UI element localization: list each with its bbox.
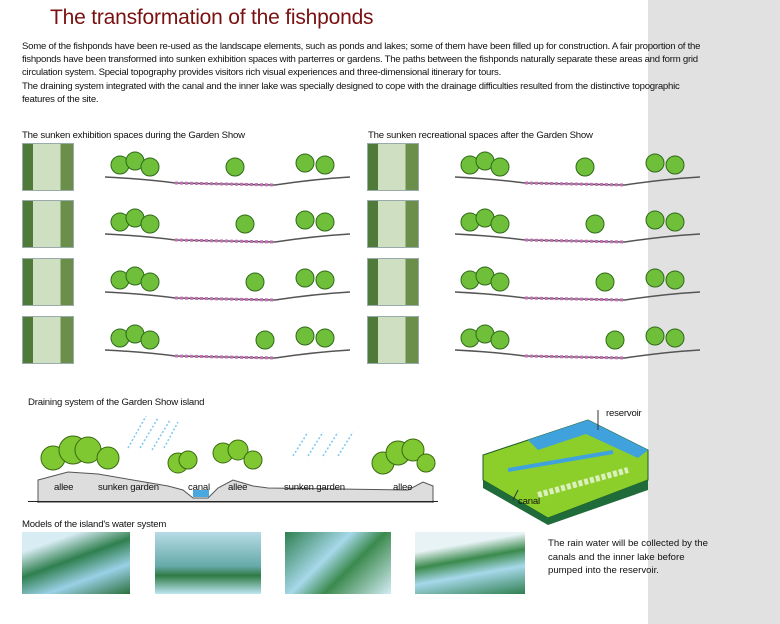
zone-label: canal	[188, 482, 210, 493]
zone-label: allee	[54, 482, 74, 493]
plan-thumbnail	[22, 258, 74, 306]
left-sections-title: The sunken exhibition spaces during the …	[22, 130, 245, 141]
plan-thumbnail	[367, 258, 419, 306]
models-note: The rain water will be collected by the …	[548, 538, 708, 576]
plan-thumbnail	[367, 143, 419, 191]
section-sketch	[105, 208, 350, 244]
intro-paragraph: The draining system integrated with the …	[22, 80, 680, 105]
reservoir-label: reservoir	[606, 408, 642, 419]
intro-text: Some of the fishponds have been re-used …	[22, 40, 712, 106]
zone-label: sunken garden	[98, 482, 159, 493]
model-image	[285, 532, 391, 594]
plan-thumbnail	[367, 200, 419, 248]
zone-label: allee	[393, 482, 413, 493]
rain-icon	[127, 415, 354, 457]
section-sketch	[105, 151, 350, 187]
model-image	[415, 532, 525, 594]
intro-paragraph: Some of the fishponds have been re-used …	[22, 41, 701, 79]
isometric-model	[482, 410, 649, 525]
page-title: The transformation of the fishponds	[50, 6, 374, 29]
zone-label: allee	[228, 482, 248, 493]
zone-axis: allee sunken garden canal allee sunken g…	[28, 480, 438, 502]
models-title: Models of the island's water system	[22, 519, 167, 530]
section-sketch	[105, 324, 350, 360]
section-sketch	[455, 266, 700, 302]
draining-title: Draining system of the Garden Show islan…	[28, 397, 205, 408]
section-sketch	[455, 324, 700, 360]
canal-label: canal	[518, 496, 540, 507]
section-sketch	[455, 208, 700, 244]
plan-thumbnail	[22, 143, 74, 191]
plan-thumbnail	[22, 200, 74, 248]
draining-diagram	[37, 415, 436, 503]
model-image	[22, 532, 130, 594]
zone-label: sunken garden	[284, 482, 345, 493]
section-sketch	[455, 151, 700, 187]
right-sections-title: The sunken recreational spaces after the…	[368, 130, 593, 141]
section-sketch	[105, 266, 350, 302]
plan-thumbnail	[367, 316, 419, 364]
plan-thumbnail	[22, 316, 74, 364]
model-image	[155, 532, 261, 594]
side-strip	[648, 0, 780, 624]
